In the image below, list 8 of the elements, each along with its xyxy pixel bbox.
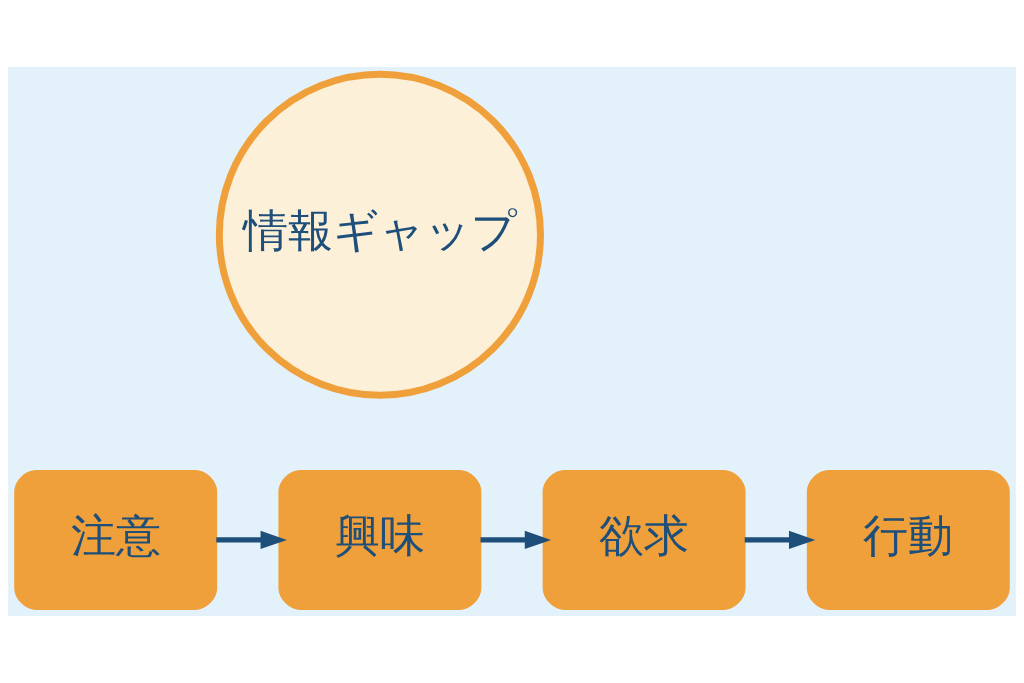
node-box: 注意 — [14, 469, 218, 610]
arrow — [216, 530, 287, 550]
arrow — [480, 530, 552, 550]
arrow — [744, 530, 816, 550]
node-box: 欲求 — [542, 469, 746, 610]
node-circle: 情報ギャップ — [215, 70, 544, 399]
node-box: 興味 — [278, 469, 482, 610]
node-box: 行動 — [806, 469, 1010, 610]
